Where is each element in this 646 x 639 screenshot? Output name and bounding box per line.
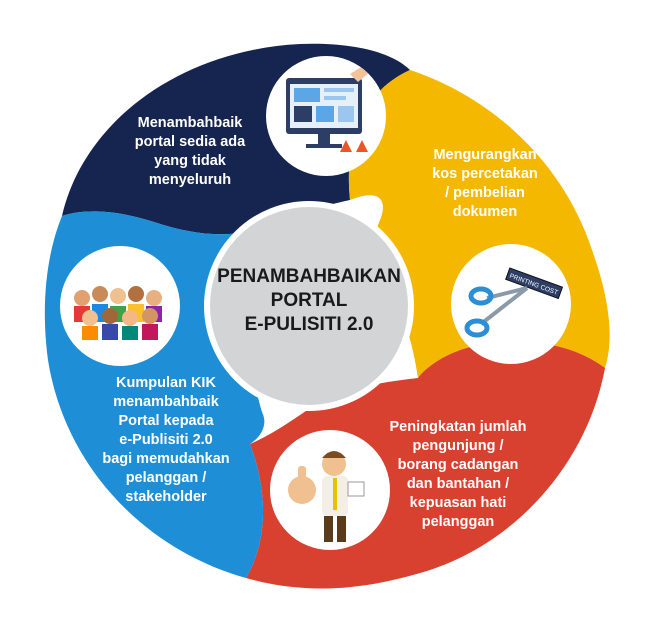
web-design-icon (266, 56, 386, 176)
segment-red-line: borang cadangan (397, 457, 519, 473)
segment-yellow-line: dokumen (452, 204, 518, 220)
center-title-line-3: E-PULISITI 2.0 (244, 314, 374, 335)
center-title-line-2: PORTAL (270, 290, 348, 311)
segment-blue-line: menambahbaik (113, 394, 219, 410)
segment-yellow-line: kos percetakan (432, 166, 538, 182)
segment-red-line: kepuasan hati (409, 495, 507, 511)
center-circle (204, 201, 414, 411)
segment-red-line: Peningkatan jumlah (389, 419, 527, 435)
segment-navy-line: menyeluruh (148, 172, 232, 188)
segment-blue-line: pelanggan / (125, 470, 207, 486)
segment-navy-line: portal sedia ada (134, 134, 246, 150)
scissors-cut-printing-cost-icon: PRINTING COST (451, 244, 571, 364)
segment-blue-line: bagi memudahkan (102, 451, 230, 467)
segment-blue-line: stakeholder (125, 489, 207, 505)
segment-red-line: pelanggan (421, 514, 495, 530)
segment-navy-line: yang tidak (154, 153, 226, 169)
segment-yellow-text: Mengurangkan kos percetakan / pembelian … (416, 146, 554, 222)
segment-yellow-line: / pembelian (445, 185, 525, 201)
segment-red-text: Peningkatan jumlah pengunjung / borang c… (372, 418, 544, 532)
segment-navy-text: Menambahbaik portal sedia ada yang tidak… (118, 114, 262, 190)
thumbs-up-man-icon (270, 430, 390, 550)
segment-yellow-line: Mengurangkan (433, 147, 537, 163)
segment-red-line: dan bantahan / (406, 476, 510, 492)
center-title: PENAMBAHBAIKAN PORTAL E-PULISITI 2.0 (214, 265, 404, 337)
segment-blue-line: Portal kepada (118, 413, 214, 429)
segment-blue-text: Kumpulan KIK menambahbaik Portal kepada … (92, 374, 240, 507)
segment-blue-line: Kumpulan KIK (116, 375, 216, 391)
crowd-people-icon (60, 246, 180, 366)
segment-blue-line: e-Publisiti 2.0 (119, 432, 213, 448)
segment-navy-line: Menambahbaik (137, 115, 243, 131)
center-title-line-1: PENAMBAHBAIKAN (217, 266, 401, 287)
segment-red-line: pengunjung / (412, 438, 504, 454)
